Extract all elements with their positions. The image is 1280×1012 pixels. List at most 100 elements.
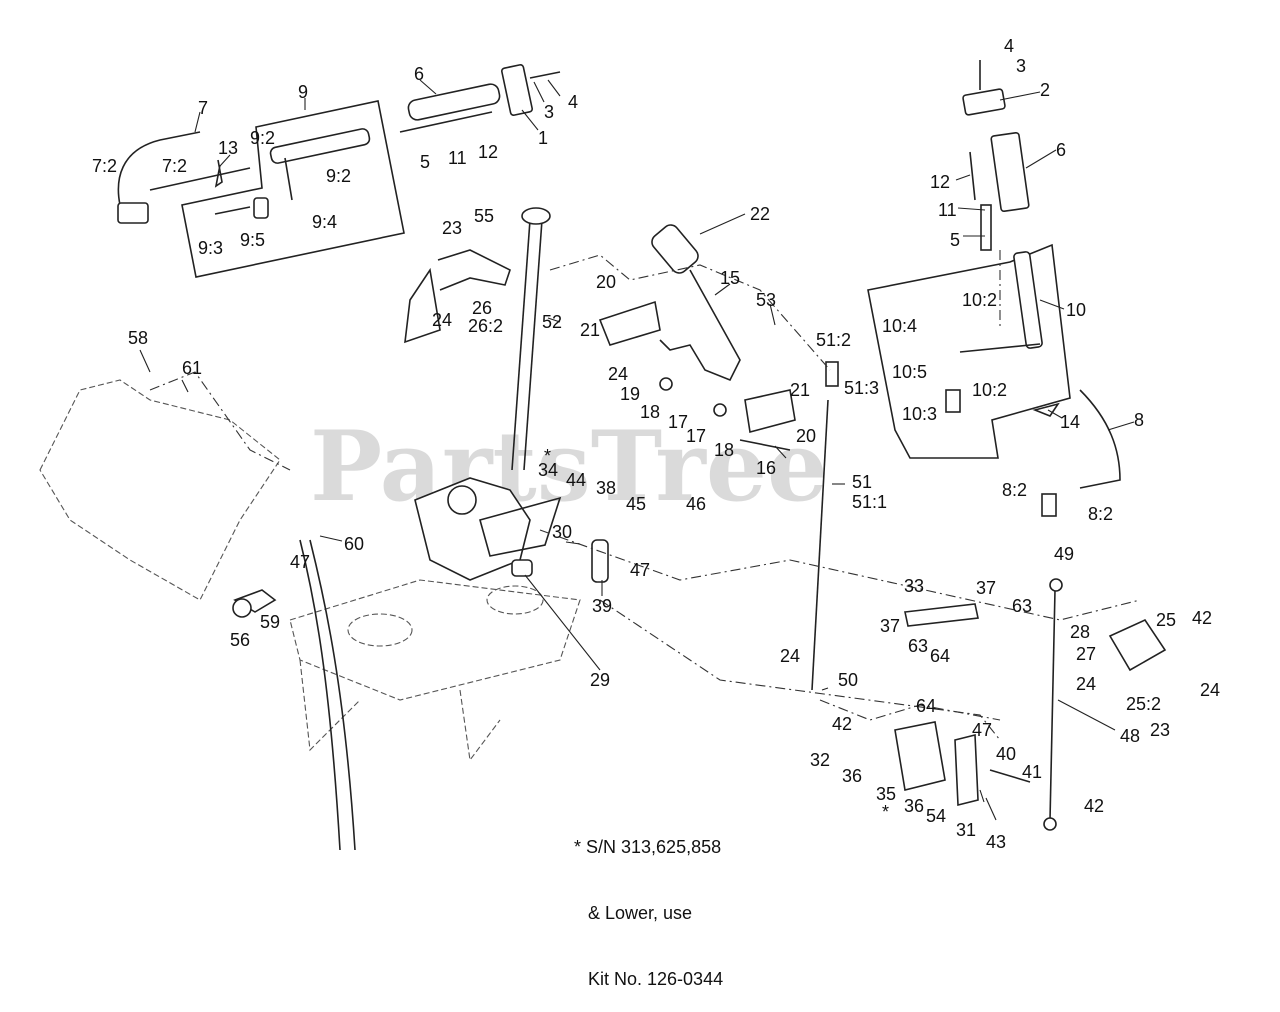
callout-4b: 4 bbox=[1004, 36, 1014, 56]
callout-7-2a: 7:2 bbox=[92, 156, 117, 176]
callout-5b: 5 bbox=[950, 230, 960, 250]
callout-51-3: 51:3 bbox=[844, 378, 879, 398]
callout-28: 28 bbox=[1070, 622, 1090, 642]
callout-51-1: 51:1 bbox=[852, 492, 887, 512]
callout-47b: 47 bbox=[290, 552, 310, 572]
callout-8: 8 bbox=[1134, 410, 1144, 430]
callout-47a: 47 bbox=[630, 560, 650, 580]
callout-58: 58 bbox=[128, 328, 148, 348]
callout-48: 48 bbox=[1120, 726, 1140, 746]
part-8-2-end bbox=[1041, 493, 1057, 517]
chassis-outline bbox=[39, 379, 581, 851]
part-48-eye bbox=[1043, 817, 1057, 831]
callout-10-2a: 10:2 bbox=[962, 290, 997, 310]
callout-10-2b: 10:2 bbox=[972, 380, 1007, 400]
lower-right-brackets bbox=[894, 603, 1167, 807]
callout-64b: 64 bbox=[916, 696, 936, 716]
frame-hole-b bbox=[486, 585, 544, 615]
upper-left-linkage bbox=[117, 63, 561, 224]
callout-10-3: 10:3 bbox=[902, 404, 937, 424]
part-6-grip-r bbox=[990, 132, 1030, 212]
callout-7: 7 bbox=[198, 98, 208, 118]
callout-9-2a: 9:2 bbox=[250, 128, 275, 148]
transmission-hub bbox=[447, 485, 477, 515]
part-18-washer bbox=[659, 377, 673, 391]
callout-37a: 37 bbox=[880, 616, 900, 636]
callout-55: 55 bbox=[474, 206, 494, 226]
part-8-rod bbox=[1079, 389, 1121, 489]
callout-22: 22 bbox=[750, 204, 770, 224]
callout-46: 46 bbox=[686, 494, 706, 514]
watermark-text: PartsTree bbox=[310, 410, 828, 523]
callout-star-b: * bbox=[882, 802, 889, 822]
callout-25: 25 bbox=[1156, 610, 1176, 630]
part-7-rod bbox=[117, 131, 201, 206]
callout-40: 40 bbox=[996, 744, 1016, 764]
part-9-arm bbox=[284, 157, 293, 201]
callout-26-2: 26:2 bbox=[468, 316, 503, 336]
callout-18a: 18 bbox=[640, 402, 660, 422]
frame-hole-a bbox=[347, 613, 413, 647]
callout-23a: 23 bbox=[442, 218, 462, 238]
part-10-shaft bbox=[959, 343, 1041, 353]
pedal-assembly bbox=[598, 224, 796, 451]
part-15-pedal bbox=[659, 269, 741, 382]
part-13-spring bbox=[214, 159, 223, 188]
note-line-2: & Lower, use bbox=[588, 903, 693, 923]
callout-3a: 3 bbox=[544, 102, 554, 122]
part-16-pin bbox=[739, 439, 791, 451]
part-31-link bbox=[954, 733, 979, 807]
callout-1: 1 bbox=[538, 128, 548, 148]
callout-35: 35 bbox=[876, 784, 896, 804]
part-48-rod bbox=[1049, 589, 1056, 821]
callout-33: 33 bbox=[904, 576, 924, 596]
callout-47c: 47 bbox=[972, 720, 992, 740]
callout-24e: 24 bbox=[1200, 680, 1220, 700]
part-2-clamp bbox=[962, 88, 1006, 116]
part-52-rod-a bbox=[511, 219, 531, 471]
part-6-grip bbox=[407, 83, 501, 121]
callout-36b: 36 bbox=[904, 796, 924, 816]
callout-49: 49 bbox=[1054, 544, 1074, 564]
callout-39: 39 bbox=[592, 596, 612, 616]
part-21-plate-b bbox=[744, 389, 796, 434]
leader-lines bbox=[139, 79, 1135, 821]
callout-21b: 21 bbox=[790, 380, 810, 400]
callout-27: 27 bbox=[1076, 644, 1096, 664]
assembly-9-box bbox=[181, 100, 405, 278]
callout-18b: 18 bbox=[714, 440, 734, 460]
link-line-b bbox=[539, 529, 1141, 621]
part-51-rod bbox=[811, 399, 829, 691]
callout-24a: 24 bbox=[432, 310, 452, 330]
part-22-pad bbox=[651, 224, 699, 274]
part-56-plug bbox=[232, 598, 252, 618]
callout-9-2b: 9:2 bbox=[326, 166, 351, 186]
part-41-bolt bbox=[989, 769, 1031, 783]
callout-61: 61 bbox=[182, 358, 202, 378]
callout-21a: 21 bbox=[580, 320, 600, 340]
callout-12a: 12 bbox=[478, 142, 498, 162]
callout-43: 43 bbox=[986, 832, 1006, 852]
part-35-bracket bbox=[894, 721, 946, 791]
callout-42c: 42 bbox=[1084, 796, 1104, 816]
callout-50: 50 bbox=[838, 670, 858, 690]
callout-32: 32 bbox=[810, 750, 830, 770]
callout-24b: 24 bbox=[608, 364, 628, 384]
part-39-spring bbox=[591, 539, 609, 583]
part-34-arm bbox=[479, 496, 562, 557]
part-21-plate-a bbox=[598, 300, 661, 346]
callout-53: 53 bbox=[756, 290, 776, 310]
callout-star-a: * bbox=[544, 446, 551, 466]
callout-45: 45 bbox=[626, 494, 646, 514]
part-9-3-bolt bbox=[214, 206, 251, 215]
part-23-plate bbox=[404, 267, 441, 344]
part-10-3-bushing bbox=[945, 389, 961, 413]
part-52-rod-b bbox=[523, 219, 543, 471]
part-7-end bbox=[117, 202, 149, 224]
callout-9: 9 bbox=[298, 82, 308, 102]
callout-36a: 36 bbox=[842, 766, 862, 786]
part-60-harness bbox=[299, 539, 356, 851]
part-10-lever bbox=[1013, 251, 1043, 349]
callout-4a: 4 bbox=[568, 92, 578, 112]
callout-15: 15 bbox=[720, 268, 740, 288]
